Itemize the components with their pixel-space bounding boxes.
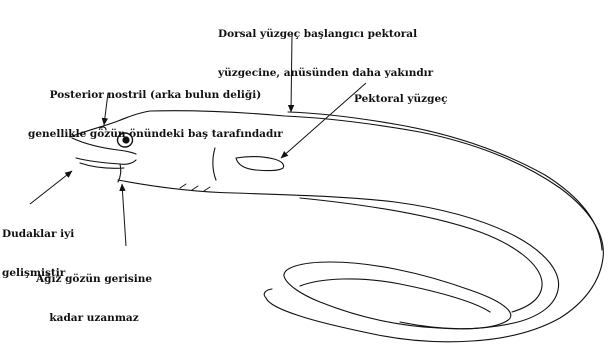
lips-label-line-1: Dudaklar iyi xyxy=(2,228,74,241)
tail-coil xyxy=(284,262,511,329)
tail-coil-inner xyxy=(300,279,490,312)
dorsal-fin xyxy=(288,112,602,250)
posterior-nostril-label-line-2: genellikle gözün önündeki baş tarafındad… xyxy=(28,128,283,141)
anal-fin xyxy=(300,198,542,312)
pointer-lips xyxy=(30,171,72,204)
pointer-mouth xyxy=(122,184,126,246)
posterior-nostril-label-line-1: Posterior nostril (arka bulun deliği) xyxy=(28,89,283,102)
posterior-nostril-label: Posterior nostril (arka bulun deliği) ge… xyxy=(28,63,283,167)
mouth-extent-label: Ağız gözün gerisine kadar uzanmaz xyxy=(36,247,152,349)
dorsal-origin-label-line-1: Dorsal yüzgeç başlangıcı pektoral xyxy=(218,28,433,41)
mouth-extent-label-line-2: kadar uzanmaz xyxy=(36,312,152,325)
pectoral-fin-label: Pektoral yüzgeç xyxy=(354,67,448,132)
pectoral-fin-label-line-1: Pektoral yüzgeç xyxy=(354,93,448,106)
mouth-extent-label-line-1: Ağız gözün gerisine xyxy=(36,273,152,286)
tail-tip xyxy=(264,289,272,298)
